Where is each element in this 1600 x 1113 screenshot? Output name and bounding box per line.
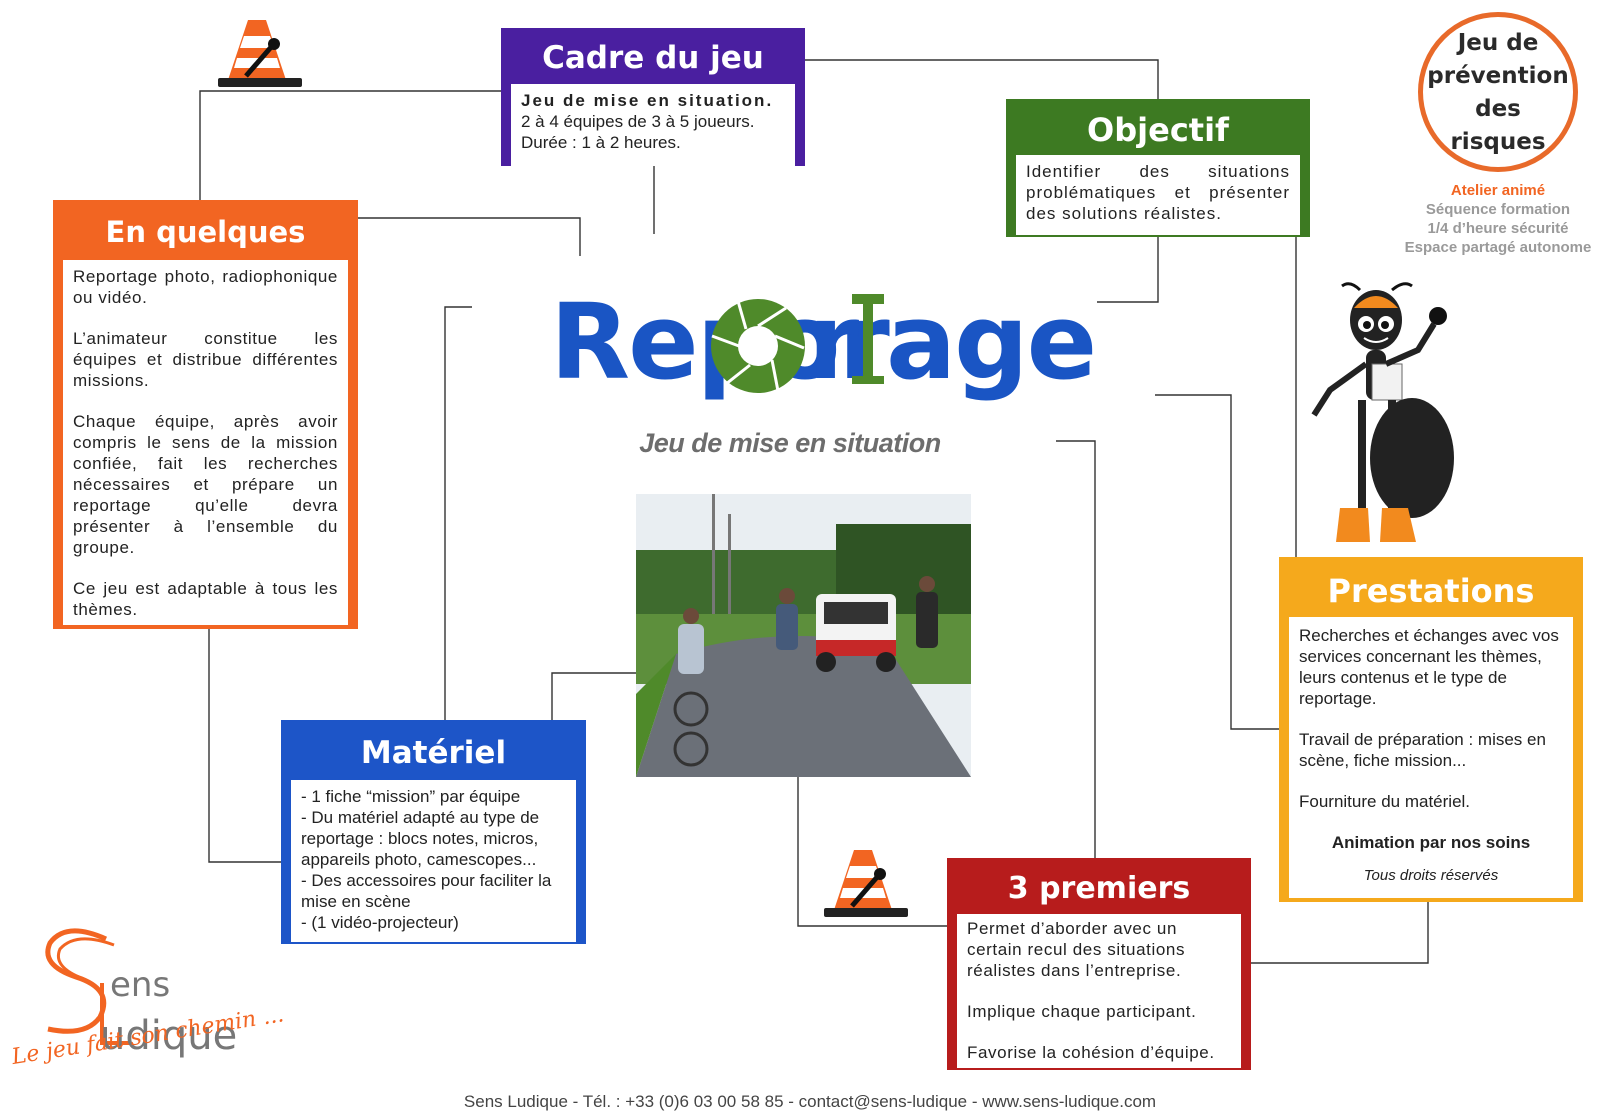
cadre-body: Jeu de mise en situation. 2 à 4 équipes … bbox=[511, 84, 795, 166]
logo-sl-mark-icon bbox=[45, 928, 130, 1045]
logo-word2: udique bbox=[100, 1013, 238, 1059]
en-quelques-mots-card: En quelques mots... Reportage photo, rad… bbox=[53, 200, 358, 629]
traffic-cone-icon bbox=[218, 20, 302, 87]
prestations-body: Recherches et échanges avec vos services… bbox=[1289, 617, 1573, 898]
atouts-p1: Permet d’aborder avec un certain recul d… bbox=[967, 919, 1186, 980]
title-part2: age bbox=[886, 281, 1097, 403]
logo-word1: ens bbox=[110, 965, 171, 1005]
badge-line4: risques bbox=[1450, 129, 1546, 155]
badge-list-active: Atelier animé bbox=[1450, 182, 1546, 199]
badge-line2: prévention bbox=[1427, 63, 1569, 89]
atouts-title: 3 premiers atouts... bbox=[1007, 871, 1191, 960]
prestations-p1: Recherches et échanges avec vos services… bbox=[1299, 626, 1559, 708]
mots-p2: L’animateur constitue les équipes et dis… bbox=[73, 329, 338, 390]
ant-mascot-icon bbox=[1311, 282, 1454, 542]
objectif-title: Objectif bbox=[1087, 111, 1229, 149]
mots-title: En quelques mots... bbox=[105, 215, 306, 305]
traffic-cone-icon bbox=[824, 850, 908, 917]
prestations-p3: Fourniture du matériel. bbox=[1299, 792, 1471, 811]
prestations-p4: Animation par nos soins bbox=[1331, 833, 1531, 852]
cadre-title: Cadre du jeu bbox=[542, 40, 764, 76]
reportage-title: Repor r age bbox=[550, 281, 1097, 403]
prestations-p2: Travail de préparation : mises en scène,… bbox=[1299, 730, 1546, 770]
materiel-title: Matériel bbox=[360, 735, 507, 771]
badge-line1: Jeu de bbox=[1457, 30, 1539, 56]
cadre-line3: Durée : 1 à 2 heures. bbox=[521, 133, 681, 152]
objectif-text: Identifier des situations problématiques… bbox=[1026, 162, 1290, 223]
prevention-badge: Jeu de prévention des risques bbox=[1418, 12, 1578, 172]
atouts-body: Permet d’aborder avec un certain recul d… bbox=[957, 914, 1241, 1068]
materiel-item: - (1 vidéo-projecteur) bbox=[301, 913, 459, 932]
footer-contact: Sens Ludique - Tél. : +33 (0)6 03 00 58 … bbox=[463, 1092, 1157, 1111]
objectif-body: Identifier des situations problématiques… bbox=[1016, 155, 1300, 235]
atouts-p2: Implique chaque participant. bbox=[967, 1002, 1197, 1021]
materiel-item: - Du matériel adapté au type de reportag… bbox=[301, 808, 540, 869]
camera-aperture-icon bbox=[711, 299, 805, 393]
mots-p4: Ce jeu est adaptable à tous les thèmes. bbox=[73, 579, 338, 619]
atouts-p3: Favorise la cohésion d’équipe. bbox=[967, 1043, 1215, 1062]
prestations-card: Prestations Recherches et échanges avec … bbox=[1279, 557, 1583, 902]
materiel-item: - 1 fiche “mission” par équipe bbox=[301, 787, 521, 806]
atouts-card: 3 premiers atouts... Permet d’aborder av… bbox=[947, 858, 1251, 1070]
reportage-photo bbox=[636, 494, 971, 777]
prestations-title: Prestations bbox=[1327, 572, 1535, 610]
badge-list-item: Espace partagé autonome bbox=[1404, 239, 1592, 256]
badge-list-item: 1/4 d’heure sécurité bbox=[1427, 220, 1569, 237]
sens-ludique-logo: ens udique Le jeu fait son chemin ... bbox=[6, 925, 296, 1105]
cadre-line2: 2 à 4 équipes de 3 à 5 joueurs. bbox=[521, 112, 755, 131]
subtitle: Jeu de mise en situation bbox=[639, 428, 941, 458]
materiel-card: Matériel - 1 fiche “mission” par équipe … bbox=[281, 720, 586, 944]
objectif-card: Objectif Identifier des situations probl… bbox=[1006, 99, 1310, 237]
title-letter-r: r bbox=[808, 281, 859, 403]
mots-p3: Chaque équipe, après avoir compris le se… bbox=[73, 412, 338, 557]
materiel-body: - 1 fiche “mission” par équipe - Du maté… bbox=[291, 780, 576, 942]
title-letter-t-icon bbox=[852, 294, 884, 384]
badge-line3: des bbox=[1475, 96, 1521, 122]
mots-p1: Reportage photo, radiophonique ou vidéo. bbox=[73, 267, 338, 307]
materiel-item: - Des accessoires pour faciliter la mise… bbox=[301, 871, 552, 911]
mots-body: Reportage photo, radiophonique ou vidéo.… bbox=[63, 260, 348, 625]
cadre-du-jeu-card: Cadre du jeu Jeu de mise en situation. 2… bbox=[501, 28, 805, 166]
badge-list-item: Séquence formation bbox=[1425, 201, 1571, 218]
cadre-line1: Jeu de mise en situation. bbox=[521, 91, 774, 110]
rights-notice: Tous droits réservés bbox=[1363, 867, 1499, 884]
